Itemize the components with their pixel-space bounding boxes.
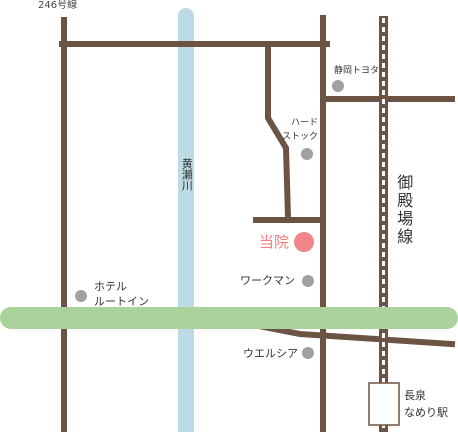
clinic-label: 当院: [259, 233, 290, 251]
hotel-label: ホテル ルートイン: [94, 280, 149, 308]
highway-band: [0, 307, 458, 329]
station-label: 長泉 なめり駅: [404, 389, 448, 419]
welcia-label: ウエルシア: [243, 347, 298, 360]
river-label: 黄瀬川: [180, 158, 194, 191]
workman-label: ワークマン: [240, 274, 295, 287]
route-246-label: 246号線: [38, 0, 78, 11]
shizudo-dot-icon: [332, 80, 344, 92]
railway-label: 御殿場線: [394, 174, 414, 246]
welcia-dot-icon: [302, 347, 314, 359]
station-box-icon: [368, 382, 400, 426]
hardstock-dot-icon: [301, 148, 313, 160]
clinic-marker-icon: [294, 232, 314, 252]
workman-dot-icon: [302, 275, 314, 287]
shizudo-label: 静岡トヨタ: [334, 66, 380, 76]
hardstock-label: ハード ストック: [282, 118, 319, 142]
hotel-dot-icon: [75, 290, 87, 302]
road-hardstock-branch: [265, 41, 292, 222]
railway-gotemba-line: [379, 16, 388, 432]
